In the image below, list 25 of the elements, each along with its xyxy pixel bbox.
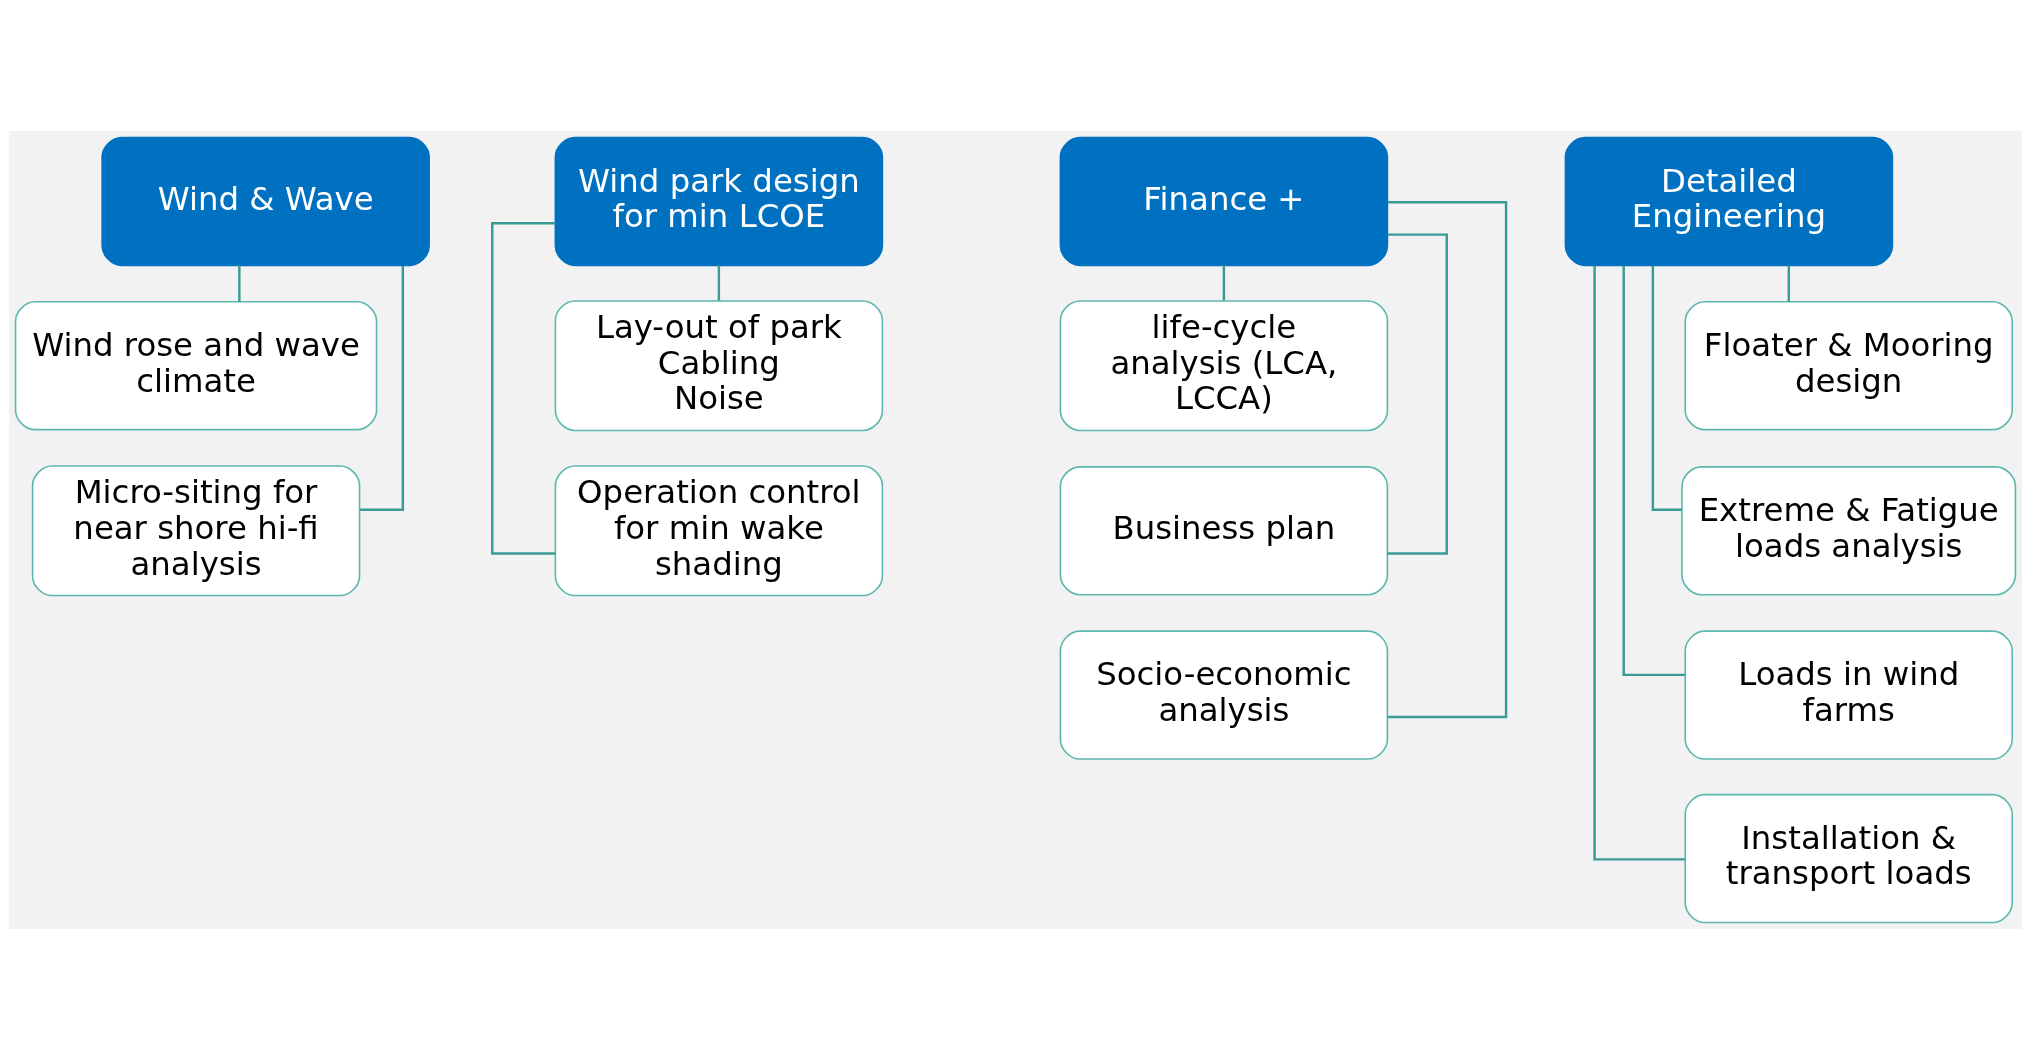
node-box: Extreme & Fatigue loads analysis (1681, 465, 2017, 596)
connector (1222, 264, 1226, 301)
node-box: Wind park design for min LCOE (554, 136, 884, 266)
node-box: Socio-economic analysis (1059, 629, 1389, 760)
node-box: Lay-out of park Cabling Noise (554, 299, 884, 431)
node-box: Micro-siting for near shore hi-fi analysis (31, 464, 361, 596)
connector (1387, 232, 1448, 555)
node-box: Finance + (1059, 136, 1389, 266)
connector (1593, 265, 1685, 861)
node-box: Floater & Mooring design (1684, 300, 2013, 430)
node-box: life-cycle analysis (LCA, LCCA) (1059, 299, 1389, 431)
node-box: Loads in wind farms (1684, 629, 2013, 760)
connector (1387, 200, 1508, 718)
connector (360, 265, 405, 511)
node-box: Business plan (1059, 465, 1389, 596)
connector (1622, 265, 1686, 676)
node-box: Wind & Wave (101, 136, 430, 266)
connector (491, 221, 556, 555)
node-box: Installation & transport loads (1684, 793, 2013, 923)
node-box: Detailed Engineering (1564, 136, 1894, 266)
connector (238, 264, 241, 302)
node-box: Operation control for min wake shading (554, 464, 884, 596)
connector (717, 264, 721, 301)
connector (1787, 264, 1791, 302)
node-box: Wind rose and wave climate (14, 300, 378, 430)
